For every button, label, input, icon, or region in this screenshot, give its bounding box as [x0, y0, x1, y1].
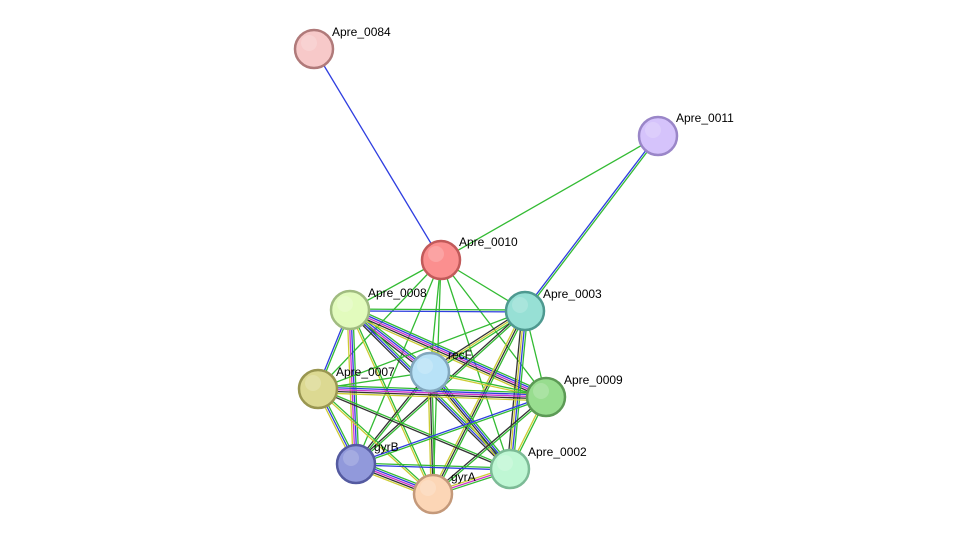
edge-evidence-line: [317, 310, 526, 390]
edge-evidence-line: [433, 397, 548, 496]
edge-evidence-line: [317, 392, 546, 402]
node-highlight: [417, 358, 433, 374]
edge-evidence-line: [356, 397, 547, 466]
node-apre-0003[interactable]: [504, 290, 546, 332]
node-gyra[interactable]: [412, 473, 454, 515]
node-apre-0084[interactable]: [293, 28, 335, 70]
edge-evidence-line: [440, 259, 511, 470]
edge-evidence-line: [348, 311, 546, 400]
node-apre-0008[interactable]: [329, 289, 371, 331]
node-label-apre-0003: Apre_0003: [543, 287, 602, 301]
node-circle[interactable]: [504, 290, 546, 332]
node-label-apre-0002: Apre_0002: [528, 445, 587, 459]
node-circle[interactable]: [335, 443, 377, 485]
edge-evidence-line: [348, 310, 433, 495]
node-circle[interactable]: [409, 351, 451, 393]
edge-evidence-line: [351, 305, 548, 395]
node-circle[interactable]: [637, 115, 679, 157]
node-highlight: [497, 455, 513, 471]
edge-evidence-line: [318, 387, 435, 494]
edge-evidence-line: [313, 48, 442, 261]
node-apre-0002[interactable]: [489, 448, 531, 490]
node-apre-0009[interactable]: [525, 376, 567, 418]
edge-evidence-line: [317, 390, 546, 400]
edge-evidence-line: [523, 135, 658, 311]
node-highlight: [305, 375, 321, 391]
edge-apre-0003-gyra: [430, 309, 528, 496]
edge-evidence-line: [432, 310, 526, 495]
node-circle[interactable]: [329, 289, 371, 331]
edge-apre-0010-gyrb: [355, 259, 442, 465]
edge-evidence-line: [349, 310, 525, 313]
node-circle[interactable]: [420, 239, 462, 281]
edge-evidence-line: [350, 307, 548, 396]
node-label-gyrb: gyrB: [374, 440, 399, 454]
node-apre-0011[interactable]: [637, 115, 679, 157]
edge-evidence-line: [440, 135, 659, 261]
edge-evidence-line: [350, 308, 526, 311]
edge-apre-0008-apre-0003: [349, 308, 526, 313]
edge-evidence-line: [431, 395, 546, 494]
edge-apre-0008-gyra: [348, 309, 435, 495]
node-label-apre-0011: Apre_0011: [676, 111, 734, 125]
node-label-apre-0084: Apre_0084: [332, 25, 391, 39]
edge-evidence-line: [430, 370, 512, 469]
edge-evidence-line: [431, 369, 513, 468]
edge-apre-0007-gyra: [316, 387, 435, 496]
edge-evidence-line: [349, 309, 547, 398]
node-highlight: [533, 383, 549, 399]
node-label-gyra: gyrA: [451, 470, 476, 484]
node-label-apre-0007: Apre_0007: [336, 365, 395, 379]
edge-apre-0011-apre-0010: [440, 135, 659, 261]
node-highlight: [343, 450, 359, 466]
edge-evidence-line: [525, 136, 660, 312]
node-gyrb[interactable]: [335, 443, 377, 485]
node-label-apre-0010: Apre_0010: [459, 235, 518, 249]
edge-apre-0009-gyra: [431, 395, 548, 496]
edge-evidence-line: [355, 259, 442, 465]
edge-evidence-line: [346, 310, 354, 465]
edge-evidence-line: [431, 371, 436, 494]
edge-evidence-line: [430, 309, 524, 494]
edge-evidence-line: [356, 462, 511, 469]
edge-apre-0010-apre-0002: [440, 259, 511, 470]
node-label-recf: recF: [448, 348, 472, 362]
edge-apre-0009-gyrb: [355, 395, 547, 466]
edge-apre-0003-apre-0007: [317, 310, 526, 390]
node-highlight: [645, 122, 661, 138]
edge-gyrb-apre-0002: [355, 462, 511, 471]
node-label-apre-0008: Apre_0008: [368, 286, 427, 300]
edge-evidence-line: [350, 309, 435, 494]
node-label-apre-0009: Apre_0009: [564, 373, 623, 387]
edge-evidence-line: [317, 388, 547, 398]
edge-evidence-line: [355, 395, 546, 464]
node-highlight: [337, 296, 353, 312]
node-highlight: [512, 297, 528, 313]
node-highlight: [301, 35, 317, 51]
node-apre-0007[interactable]: [297, 368, 339, 410]
edge-evidence-line: [428, 372, 510, 471]
node-highlight: [420, 480, 436, 496]
edge-evidence-line: [348, 312, 545, 402]
node-circle[interactable]: [489, 448, 531, 490]
node-circle[interactable]: [525, 376, 567, 418]
nodes-layer: [293, 28, 679, 515]
node-apre-0010[interactable]: [420, 239, 462, 281]
node-circle[interactable]: [297, 368, 339, 410]
edge-apre-0008-apre-0009: [348, 305, 548, 402]
edge-evidence-line: [434, 311, 528, 496]
edge-evidence-line: [316, 389, 433, 496]
edge-evidence-line: [318, 387, 511, 469]
node-circle[interactable]: [412, 473, 454, 515]
node-circle[interactable]: [293, 28, 335, 70]
node-recf[interactable]: [409, 351, 451, 393]
edge-apre-0011-apre-0003: [523, 135, 660, 312]
edge-apre-0084-apre-0010: [313, 48, 442, 261]
edge-evidence-line: [355, 464, 510, 471]
node-highlight: [428, 246, 444, 262]
